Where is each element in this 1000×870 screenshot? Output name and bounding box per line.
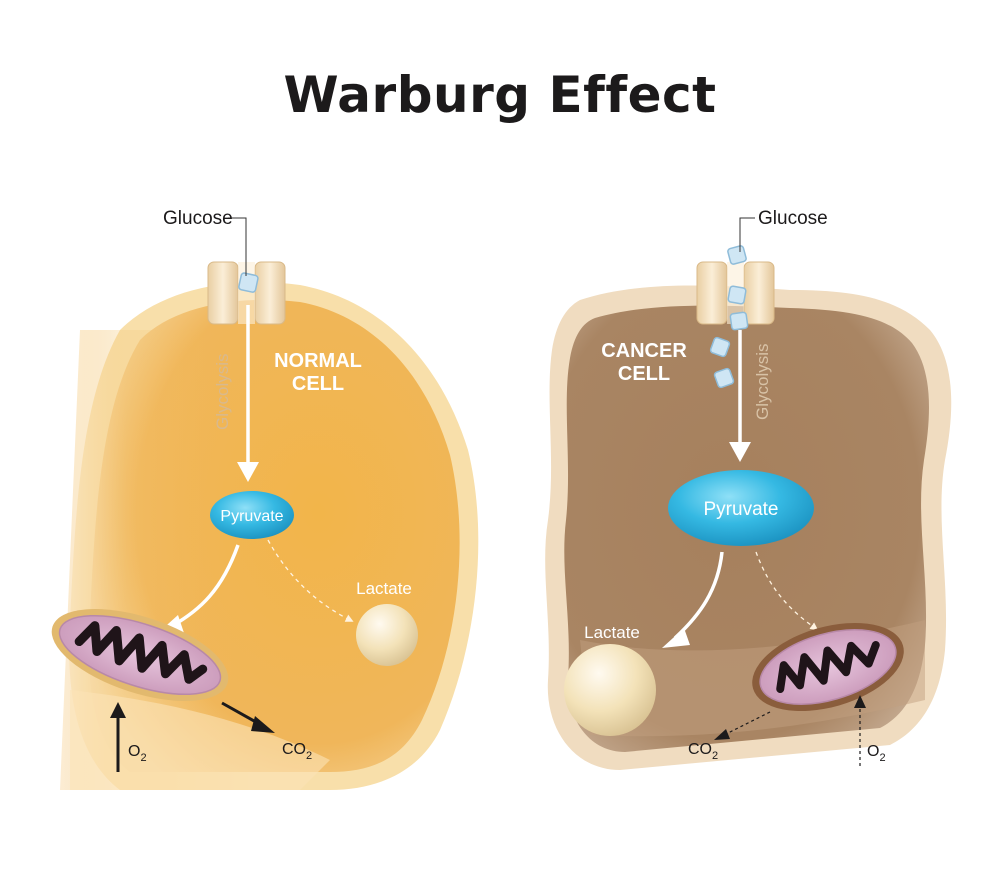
normal-lactate-label: Lactate: [356, 579, 412, 598]
glucose-molecule-icon: [238, 272, 259, 293]
cancer-glucose-label: Glucose: [758, 208, 828, 229]
normal-cell-label-line2: CELL: [292, 373, 344, 395]
cancer-lactate: [564, 644, 656, 736]
page-title: Warburg Effect: [283, 66, 717, 124]
normal-pyruvate-to-lactate-arrow: [267, 539, 354, 622]
normal-glucose-label: Glucose: [163, 208, 233, 229]
normal-mitochondrion: [51, 609, 229, 701]
glucose-molecules-icon: [709, 245, 749, 389]
cancer-lactate-label: Lactate: [584, 623, 640, 642]
cancer-glycolysis-label: Glycolysis: [753, 343, 772, 420]
cancer-pyruvate-to-mito-arrow: [755, 551, 819, 631]
normal-cell-label-line1: NORMAL: [274, 350, 362, 372]
cancer-co2-label: CO2: [688, 741, 718, 762]
cancer-mitochondrion: [752, 622, 904, 712]
normal-cell: Glucose Glycolysis NORMAL CELL Pyruvate …: [51, 208, 479, 790]
cancer-cell-label-line1: CANCER: [601, 340, 687, 362]
cancer-co2-arrow: [721, 711, 771, 737]
normal-glycolysis-label: Glycolysis: [213, 353, 232, 430]
cancer-cell-label-line2: CELL: [618, 363, 670, 385]
normal-o2-label: O2: [128, 743, 147, 764]
normal-pyruvate-to-mito-arrow: [171, 544, 240, 628]
normal-lactate: [356, 604, 418, 666]
normal-pyruvate-label: Pyruvate: [220, 508, 283, 525]
normal-pyruvate: [210, 491, 294, 539]
cancer-o2-label: O2: [867, 743, 886, 764]
cancer-pyruvate-label: Pyruvate: [704, 499, 779, 520]
normal-co2-label: CO2: [282, 741, 312, 762]
cancer-pyruvate: [668, 470, 814, 546]
cancer-cell: Glucose Glycolysis CANCER CELL Pyruvate …: [545, 208, 952, 770]
